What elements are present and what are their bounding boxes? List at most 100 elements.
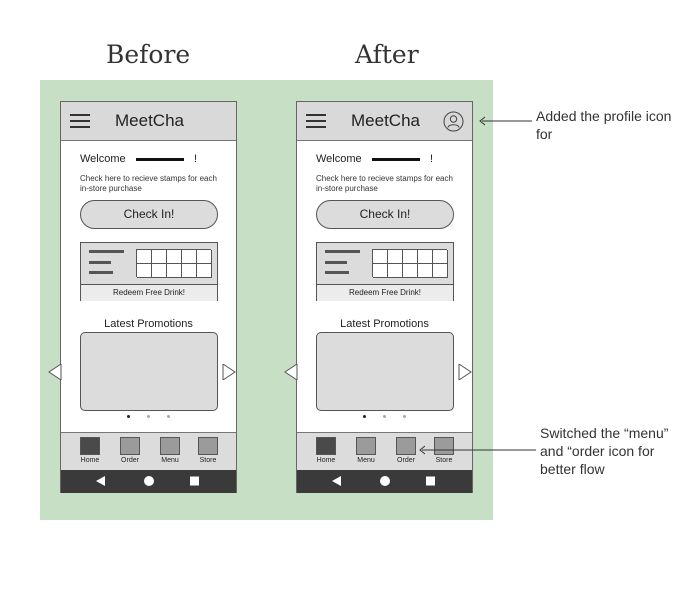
home-tab-icon bbox=[80, 437, 100, 455]
welcome-exclamation: ! bbox=[194, 153, 198, 165]
stamp-slot bbox=[388, 250, 403, 264]
menu-tab-icon bbox=[160, 437, 180, 455]
tab-store[interactable]: Store bbox=[193, 437, 223, 467]
menu-tab-icon bbox=[356, 437, 376, 455]
before-heading: Before bbox=[106, 40, 191, 69]
store-tab-icon bbox=[198, 437, 218, 455]
redeem-free-drink-button[interactable]: Redeem Free Drink! bbox=[81, 284, 217, 301]
stamp-slot bbox=[373, 264, 388, 278]
tab-home[interactable]: Home bbox=[311, 437, 341, 467]
carousel-dot[interactable] bbox=[147, 415, 150, 418]
back-triangle-icon[interactable] bbox=[331, 475, 342, 487]
stamp-slot bbox=[167, 250, 182, 264]
tab-label: Menu bbox=[357, 457, 375, 464]
check-in-button[interactable]: Check In! bbox=[80, 200, 218, 229]
hamburger-icon[interactable] bbox=[70, 114, 90, 128]
system-nav-bar bbox=[61, 470, 236, 493]
stamp-slot bbox=[433, 264, 448, 278]
arrow-left-icon bbox=[479, 116, 532, 126]
carousel-dot[interactable] bbox=[167, 415, 170, 418]
stamp-slot bbox=[137, 250, 152, 264]
profile-icon-note: Added the profile icon for bbox=[536, 108, 672, 142]
before-phone-screen: MeetCha Welcome ! Check here to recieve … bbox=[48, 101, 237, 493]
promotions-heading: Latest Promotions bbox=[340, 318, 429, 330]
welcome-text: Welcome bbox=[80, 153, 126, 165]
back-triangle-icon[interactable] bbox=[95, 475, 106, 487]
stamp-slot bbox=[182, 250, 197, 264]
stamp-slot bbox=[433, 250, 448, 264]
username-placeholder bbox=[372, 158, 420, 161]
tab-menu[interactable]: Menu bbox=[155, 437, 185, 467]
welcome-exclamation: ! bbox=[430, 153, 434, 165]
stamp-slot bbox=[418, 250, 433, 264]
stamp-slot bbox=[167, 264, 182, 278]
stamp-slot bbox=[373, 250, 388, 264]
stamp-slot bbox=[152, 264, 167, 278]
home-circle-icon[interactable] bbox=[143, 475, 155, 487]
promotions-carousel[interactable] bbox=[316, 332, 454, 411]
stamp-slot bbox=[182, 264, 197, 278]
stamp-slot bbox=[418, 264, 433, 278]
tab-swap-note: Switched the “menu” and “order icon for … bbox=[540, 425, 669, 477]
carousel-dots bbox=[297, 415, 472, 421]
stamp-hint-text: Check here to recieve stamps for each in… bbox=[316, 174, 453, 193]
carousel-dot[interactable] bbox=[127, 415, 130, 418]
tab-label: Menu bbox=[161, 457, 179, 464]
stamp-card: Redeem Free Drink! bbox=[80, 242, 218, 301]
app-title: MeetCha bbox=[351, 111, 420, 130]
card-text-lines bbox=[325, 250, 361, 276]
app-bar: MeetCha bbox=[61, 102, 236, 141]
stamp-grid bbox=[372, 249, 448, 278]
promotions-carousel[interactable] bbox=[80, 332, 218, 411]
redeem-free-drink-button[interactable]: Redeem Free Drink! bbox=[317, 284, 453, 301]
tab-order[interactable]: Order bbox=[115, 437, 145, 467]
carousel-dot[interactable] bbox=[403, 415, 406, 418]
stamp-slot bbox=[197, 264, 212, 278]
stamp-grid bbox=[136, 249, 212, 278]
home-circle-icon[interactable] bbox=[379, 475, 391, 487]
carousel-dot[interactable] bbox=[383, 415, 386, 418]
tab-home[interactable]: Home bbox=[75, 437, 105, 467]
welcome-text: Welcome bbox=[316, 153, 362, 165]
tab-label: Store bbox=[199, 457, 217, 464]
tab-menu[interactable]: Menu bbox=[351, 437, 381, 467]
triangle-right-icon[interactable] bbox=[222, 364, 236, 380]
home-tab-icon bbox=[316, 437, 336, 455]
carousel-dot[interactable] bbox=[363, 415, 366, 418]
recents-square-icon[interactable] bbox=[189, 475, 200, 487]
triangle-left-icon[interactable] bbox=[284, 364, 298, 380]
stamp-slot bbox=[152, 250, 167, 264]
arrow-left-icon bbox=[419, 445, 536, 455]
system-nav-bar bbox=[297, 470, 472, 493]
stamp-slot bbox=[403, 250, 418, 264]
tab-label: Order bbox=[397, 457, 415, 464]
tab-label: Store bbox=[435, 457, 453, 464]
app-bar: MeetCha bbox=[297, 102, 472, 141]
hamburger-icon[interactable] bbox=[306, 114, 326, 128]
check-in-button[interactable]: Check In! bbox=[316, 200, 454, 229]
stamp-slot bbox=[137, 264, 152, 278]
welcome-row: Welcome ! bbox=[316, 153, 466, 167]
bottom-tab-bar: Home Order Menu Store bbox=[61, 432, 236, 470]
recents-square-icon[interactable] bbox=[425, 475, 436, 487]
tab-label: Home bbox=[316, 457, 336, 464]
promotions-heading: Latest Promotions bbox=[104, 318, 193, 330]
username-placeholder bbox=[136, 158, 184, 161]
card-text-lines bbox=[89, 250, 125, 276]
triangle-left-icon[interactable] bbox=[48, 364, 62, 380]
triangle-right-icon[interactable] bbox=[458, 364, 472, 380]
order-tab-icon bbox=[120, 437, 140, 455]
stamp-slot bbox=[403, 264, 418, 278]
stamp-slot bbox=[197, 250, 212, 264]
stamp-card: Redeem Free Drink! bbox=[316, 242, 454, 301]
after-heading: After bbox=[355, 40, 419, 69]
tab-label: Home bbox=[80, 457, 100, 464]
tab-order[interactable]: Order bbox=[391, 437, 421, 467]
after-phone-screen: MeetCha Welcome ! Check here to recieve … bbox=[284, 101, 473, 493]
stamp-slot bbox=[388, 264, 403, 278]
app-title: MeetCha bbox=[115, 111, 184, 130]
stamp-hint-text: Check here to recieve stamps for each in… bbox=[80, 174, 217, 193]
profile-icon[interactable] bbox=[443, 111, 464, 132]
order-tab-icon bbox=[396, 437, 416, 455]
welcome-row: Welcome ! bbox=[80, 153, 230, 167]
